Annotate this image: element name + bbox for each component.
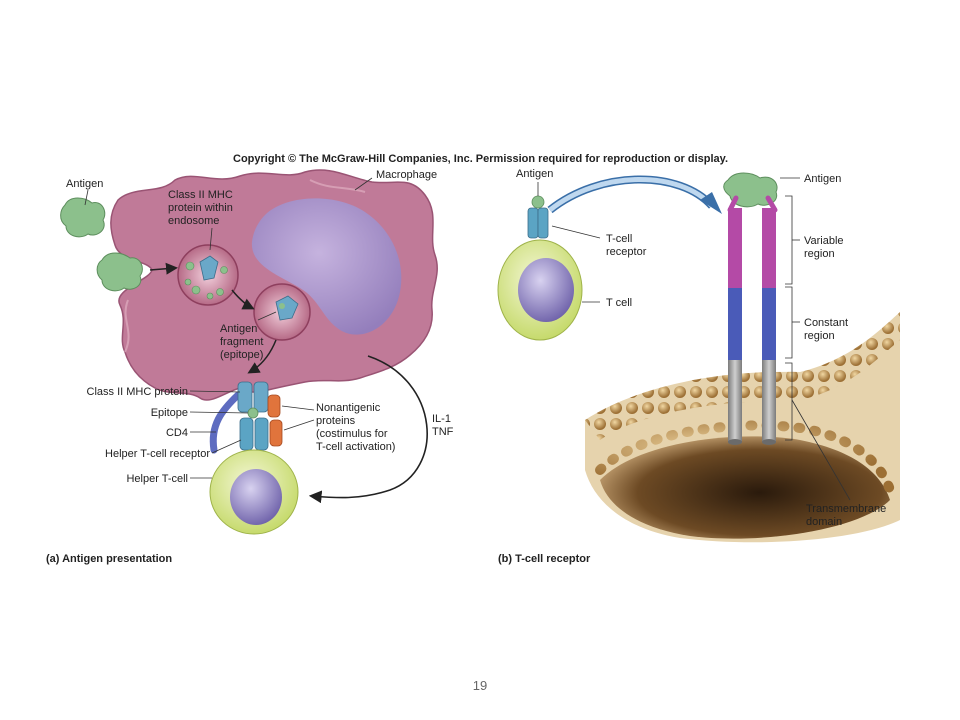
caption-panel-a: (a) Antigen presentation [46,553,172,565]
label-constant-region-2: region [804,330,835,342]
label-tcr-2: receptor [606,246,647,258]
antigen-blob [60,197,106,238]
label-tnf: TNF [432,426,454,438]
label-mhc-endosome-2: protein within [168,202,233,214]
label-macrophage: Macrophage [376,169,437,181]
label-class-ii-mhc: Class II MHC protein [87,386,188,398]
epitope-marker [247,407,259,419]
il1-tnf-arrow [308,355,428,504]
label-antigen-left: Antigen [516,168,553,180]
label-variable-region-2: region [804,248,835,260]
panel-b-tcell-receptor: Antigen T-cell receptor T cell Antigen V… [497,168,900,565]
variable-region [728,208,742,288]
label-antigen-fragment: Antigen [220,323,257,335]
membrane-pore [600,436,890,539]
helper-tcell-receptor [239,417,254,451]
label-epitope: Epitope [151,407,188,419]
helper-t-cell-nucleus [230,469,282,525]
t-cell-receptor [527,207,539,239]
label-il1: IL-1 [432,413,451,425]
label-antigen: Antigen [66,178,103,190]
label-nonantigenic-2: proteins [316,415,356,427]
panel-a-antigen-presentation: Antigen Macrophage Class II MHC protein … [46,169,454,565]
label-helper-receptor: Helper T-cell receptor [105,448,210,460]
label-nonantigenic: Nonantigenic [316,402,381,414]
label-antigen-fragment-3: (epitope) [220,349,263,361]
label-nonantigenic-4: T-cell activation) [316,441,395,453]
cd4-molecule [209,391,242,454]
macrophage-nucleus [251,198,402,335]
label-tcr: T-cell [606,233,632,245]
label-transmembrane: Transmembrane [806,503,886,515]
page-number: 19 [472,678,488,693]
nonantigenic-protein [267,394,281,418]
label-helper-cell: Helper T-cell [126,473,188,485]
t-cell-nucleus [518,258,574,322]
caption-panel-b: (b) T-cell receptor [498,553,591,565]
label-tcell: T cell [606,297,632,309]
label-transmembrane-2: domain [806,516,842,528]
label-mhc-endosome-3: endosome [168,215,219,227]
constant-region [728,288,742,360]
transmembrane-domain [728,360,742,442]
copyright-notice: Copyright © The McGraw-Hill Companies, I… [233,153,728,165]
label-nonantigenic-3: (costimulus for [316,428,388,440]
label-constant-region: Constant [804,317,848,329]
class-ii-mhc-protein [237,381,253,413]
antigen-blob [96,252,143,292]
label-variable-region: Variable [804,235,844,247]
label-mhc-endosome: Class II MHC [168,189,233,201]
label-antigen-fragment-2: fragment [220,336,263,348]
label-cd4: CD4 [166,427,188,439]
label-antigen-right: Antigen [804,173,841,185]
